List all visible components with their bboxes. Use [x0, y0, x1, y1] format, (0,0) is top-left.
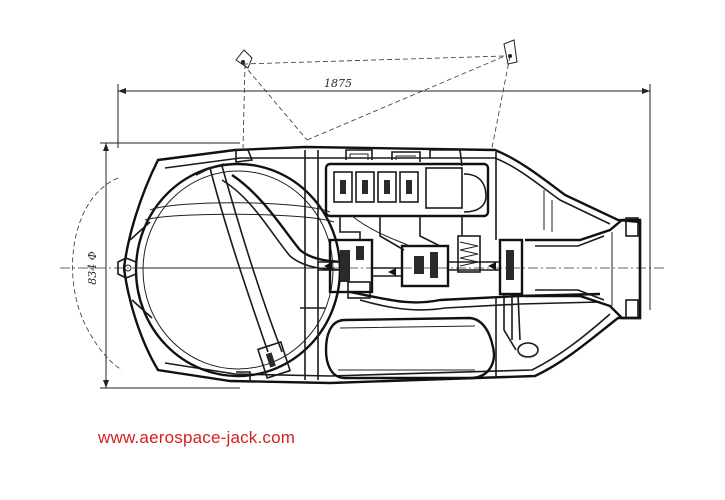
valve-assembly-main — [318, 238, 374, 299]
nose-fairing-outline — [72, 177, 123, 371]
suspension-bracket — [235, 39, 518, 149]
injector-cluster — [324, 149, 490, 218]
watermark-url[interactable]: www.aerospace-jack.com — [98, 428, 296, 447]
pod-outer-shell — [122, 145, 642, 385]
combustion-chamber — [525, 190, 642, 320]
spherical-tank — [134, 162, 342, 378]
diameter-dimension: 834 Φ — [86, 142, 240, 389]
interconnect-lines — [339, 215, 463, 251]
length-dimension: 1875 — [117, 77, 651, 310]
valve-assembly-right — [498, 238, 539, 358]
valve-assembly-center — [372, 244, 450, 288]
tank-struts — [129, 149, 292, 379]
lower-cylindrical-tank — [324, 316, 496, 380]
frame-ribs — [236, 150, 497, 382]
spring-regulator — [448, 235, 500, 273]
feed-pipe-lower — [349, 290, 601, 304]
nose-fitting — [117, 257, 137, 279]
feed-pipe-upper-inner — [221, 179, 351, 271]
feed-pipe-lower-inner — [359, 299, 601, 311]
length-dimension-label: 1875 — [324, 77, 352, 90]
pod-inner-shell — [164, 157, 611, 377]
